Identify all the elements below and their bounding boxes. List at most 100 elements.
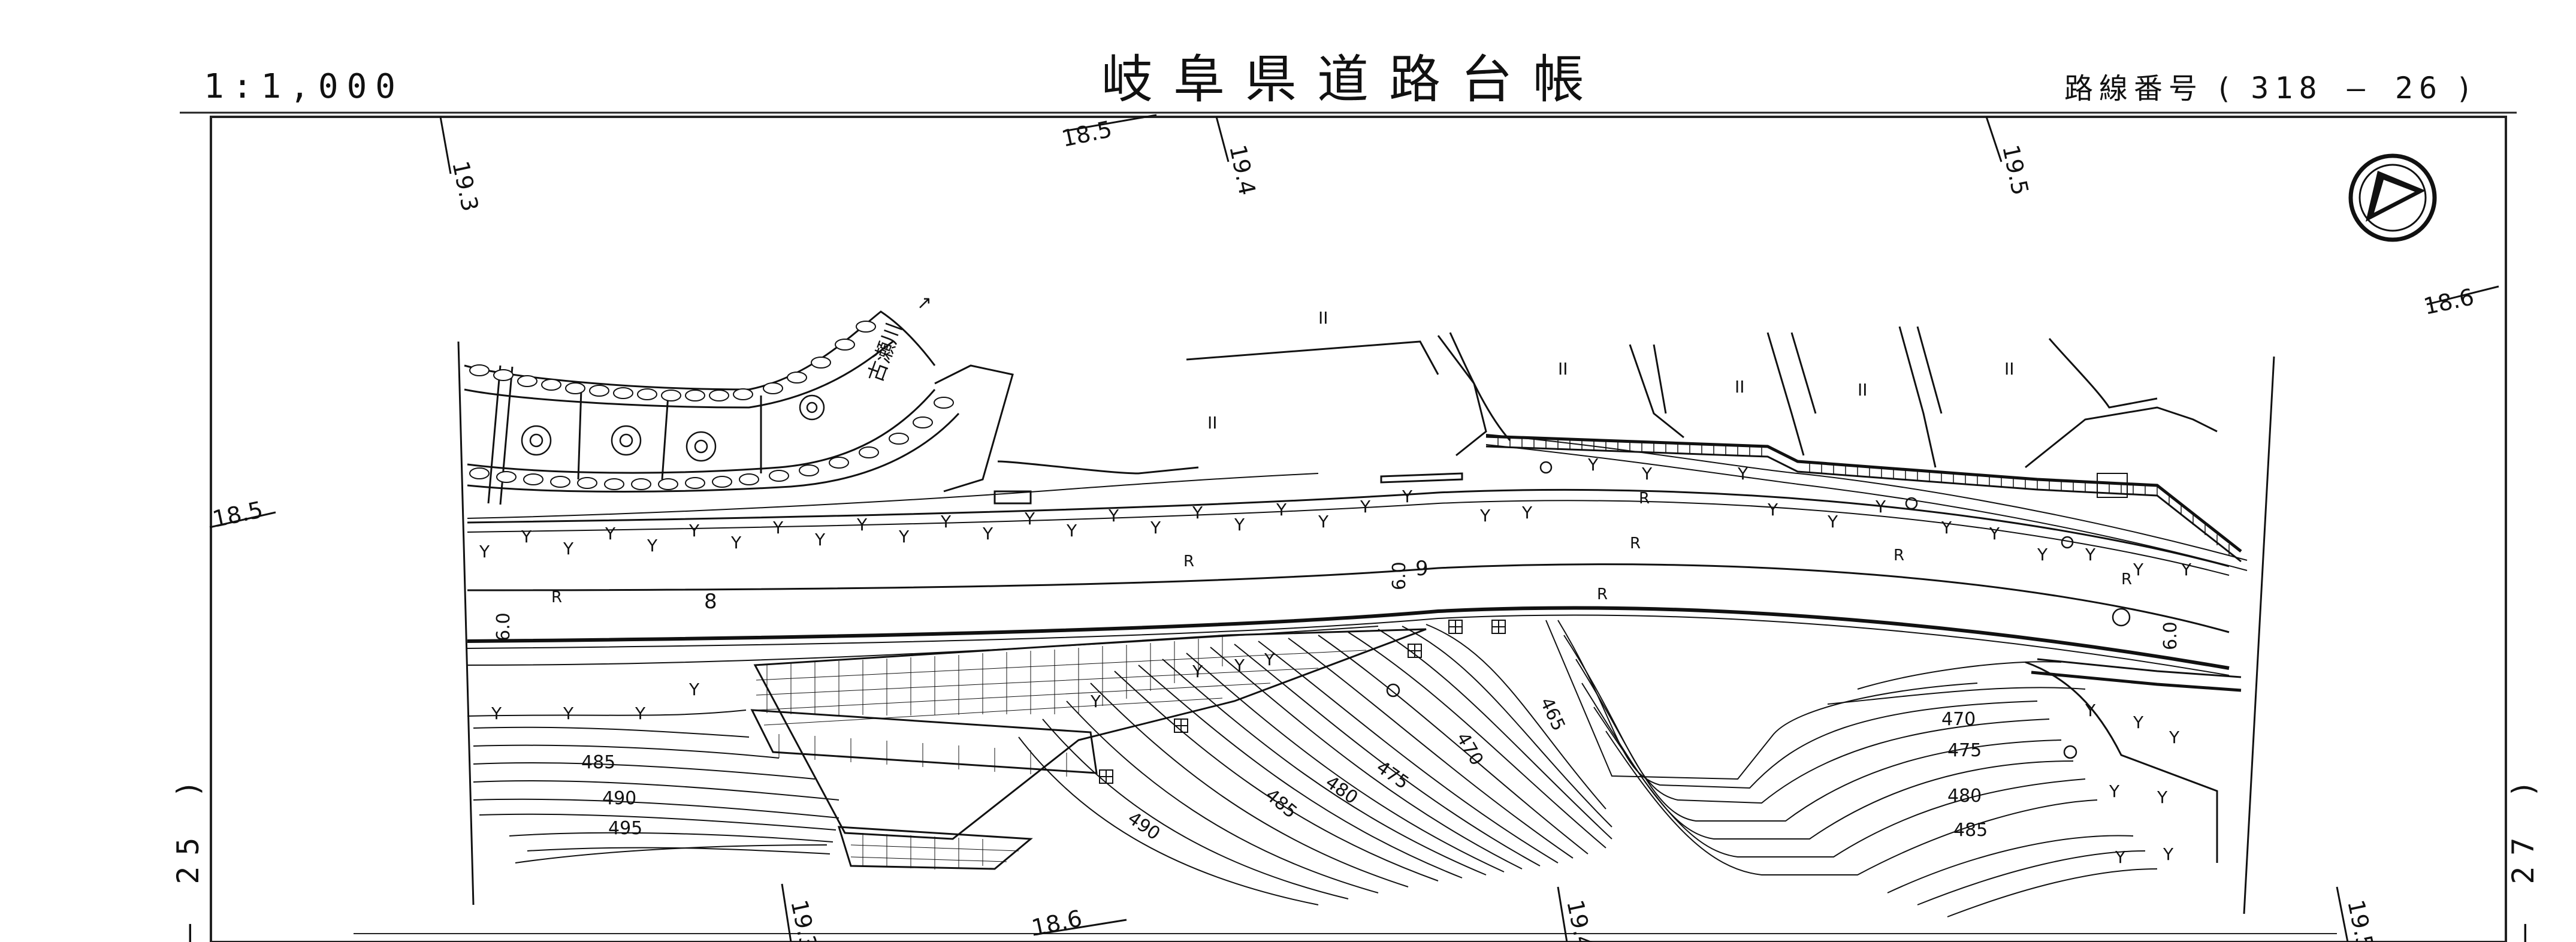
svg-text:Y: Y — [1192, 662, 1203, 681]
svg-text:Y: Y — [940, 512, 952, 532]
station-ticks — [209, 114, 2499, 942]
route-value: 318 — 26 — [2251, 71, 2444, 105]
svg-text:Y: Y — [605, 524, 616, 544]
retaining-wall-upper-hatch — [1497, 437, 2230, 555]
utility-pole-icons — [1386, 461, 2131, 759]
river-flow-arrow: ↗ — [917, 292, 932, 313]
svg-text:Y: Y — [2133, 712, 2144, 732]
svg-text:Y: Y — [1875, 497, 1886, 517]
svg-text:Y: Y — [2169, 727, 2180, 747]
svg-text:Y: Y — [2085, 545, 2096, 564]
svg-text:Y: Y — [1989, 524, 2000, 544]
svg-text:II: II — [1318, 308, 1328, 328]
width-label: 6.0 — [493, 612, 514, 641]
station-label-top-3: 19.4 — [1224, 143, 1261, 198]
width-label: 6.0 — [2160, 621, 2181, 650]
svg-text:Y: Y — [1479, 506, 1491, 526]
svg-text:Y: Y — [2037, 545, 2048, 564]
svg-text:II: II — [1735, 377, 1745, 397]
svg-text:R: R — [1894, 547, 1904, 564]
station-label-top-1: 19.3 — [447, 159, 484, 214]
svg-text:Y: Y — [2163, 844, 2174, 864]
drainage-channels — [934, 326, 2218, 505]
svg-text:R: R — [551, 588, 562, 606]
svg-text:475: 475 — [1372, 757, 1412, 794]
svg-text:R: R — [1597, 585, 1608, 603]
svg-text:Y: Y — [898, 527, 910, 547]
map-frame — [210, 116, 2507, 942]
field-marks: II II II II II II — [1207, 308, 2015, 433]
svg-text:Y: Y — [1192, 503, 1203, 523]
station-label-left: 18.5 — [210, 496, 265, 533]
station-label-right: 18.6 — [2421, 283, 2477, 320]
svg-text:490: 490 — [1124, 808, 1164, 845]
route-number: 路線番号 ( 318 — 26 ) — [2064, 65, 2475, 107]
svg-text:Y: Y — [2157, 787, 2168, 807]
svg-text:Y: Y — [1150, 518, 1161, 538]
compass-arrow-icon — [2348, 153, 2437, 242]
svg-text:Y: Y — [1521, 503, 1533, 523]
tree-icons — [521, 394, 825, 462]
svg-text:Y: Y — [1276, 500, 1287, 520]
contour-lines-hill — [1018, 624, 1612, 905]
svg-text:485: 485 — [581, 752, 615, 773]
svg-text:II: II — [1558, 359, 1568, 379]
svg-text:Y: Y — [1402, 487, 1413, 506]
svg-text:Y: Y — [2085, 701, 2096, 720]
svg-text:Y: Y — [1587, 455, 1599, 475]
building-icon — [2097, 473, 2128, 498]
svg-text:Y: Y — [647, 536, 658, 555]
svg-text:Y: Y — [1737, 464, 1748, 484]
lower-slope-protection — [750, 628, 1427, 870]
station-label-bottom-3: 19.4 — [1562, 898, 1598, 942]
svg-text:II: II — [1858, 380, 1868, 400]
vegetation-marks: Y Y Y Y Y Y Y Y Y Y Y Y Y Y Y Y Y Y Y Y Y Y Y Y Y Y Y… — [479, 455, 2192, 867]
svg-text:Y: Y — [1827, 512, 1838, 532]
route-open: ( — [2218, 72, 2236, 105]
svg-text:Y: Y — [2181, 560, 2192, 579]
upper-embankment — [467, 434, 2248, 571]
svg-text:R: R — [2121, 570, 2132, 588]
svg-text:Y: Y — [1066, 521, 1077, 541]
surface-marks: R R R R R R R — [551, 490, 2132, 606]
survey-boundary — [457, 341, 2275, 914]
road-number-label: 9 — [1415, 557, 1429, 581]
svg-text:Y: Y — [1090, 692, 1101, 711]
svg-text:480: 480 — [1321, 772, 1361, 809]
svg-text:Y: Y — [730, 533, 742, 552]
river-stone-walls — [464, 310, 960, 505]
contour-lines-left — [473, 726, 839, 864]
svg-text:Y: Y — [1234, 515, 1245, 535]
svg-text:Y: Y — [491, 704, 502, 723]
station-label-bottom-2: 18.6 — [1029, 905, 1085, 941]
station-label-bottom-4: 19.5 — [2342, 898, 2379, 942]
svg-text:Y: Y — [814, 530, 826, 550]
svg-text:Y: Y — [521, 527, 532, 547]
svg-text:II: II — [2004, 359, 2015, 379]
road-carriageway — [467, 488, 2230, 717]
svg-text:Y: Y — [1360, 497, 1371, 517]
svg-text:490: 490 — [602, 788, 636, 809]
svg-text:Y: Y — [1024, 509, 1035, 529]
svg-text:Y: Y — [2115, 847, 2126, 867]
svg-text:Y: Y — [1234, 656, 1245, 675]
contour-lines-right — [1545, 620, 2158, 917]
svg-text:Y: Y — [982, 524, 993, 544]
svg-text:Y: Y — [688, 680, 700, 699]
svg-text:480: 480 — [1947, 786, 1982, 807]
route-close: ) — [2458, 72, 2476, 105]
stone-blocks — [469, 321, 954, 490]
svg-text:R: R — [1183, 552, 1194, 570]
svg-text:Y: Y — [1941, 518, 1952, 538]
svg-text:R: R — [1639, 490, 1650, 508]
station-label-top-4: 19.5 — [1997, 143, 2034, 198]
svg-text:475: 475 — [1947, 740, 1982, 761]
svg-text:Y: Y — [563, 704, 574, 723]
svg-text:470: 470 — [1452, 729, 1487, 769]
map-scale: 1:1,000 — [204, 67, 404, 106]
svg-text:495: 495 — [608, 818, 642, 839]
svg-text:Y: Y — [1264, 650, 1275, 669]
lower-slope-grid — [756, 636, 1367, 869]
width-label: 6.0 — [1389, 561, 1410, 590]
